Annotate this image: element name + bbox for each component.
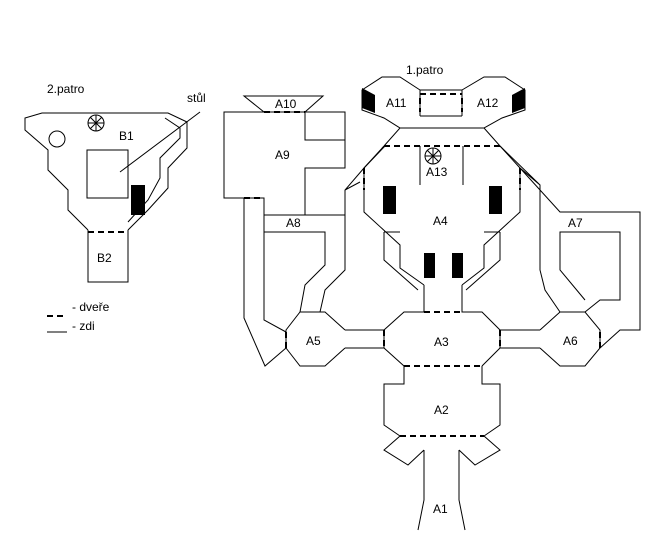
a11-black-wall: [362, 88, 375, 113]
room-label-a5: A5: [306, 334, 321, 348]
room-a13-walls: [419, 146, 464, 185]
round-opening-icon: [48, 130, 66, 148]
room-label-a11: A11: [386, 96, 407, 110]
room-b1-outline: [24, 112, 188, 231]
legend-doors: - dveře: [72, 300, 110, 314]
table-label: stůl: [187, 91, 206, 105]
b1-black-pillar: [131, 185, 145, 215]
room-label-a2: A2: [434, 403, 449, 417]
room-a7-walls: [499, 145, 641, 349]
a4-black-pillar-center-right: [452, 253, 463, 278]
room-label-a8: A8: [286, 216, 301, 230]
legend-walls: - zdi: [72, 319, 95, 333]
room-label-a6: A6: [563, 334, 578, 348]
room-label-b1: B1: [119, 129, 134, 143]
a4-black-pillar-center-left: [424, 253, 435, 278]
second-floor-plan: 2.patro B1 stůl B2 - dveře - zdi: [24, 82, 206, 333]
corridor-a3-a6: [500, 329, 540, 349]
room-a6-walls: [539, 311, 601, 367]
first-floor-plan: 1.patro A1 A2 A3 A5 A6 A8 A9: [223, 63, 641, 531]
room-label-a4: A4: [433, 214, 448, 228]
wheel-symbol-icon: [87, 114, 105, 132]
room-a9-walls: [223, 111, 346, 216]
a12-black-wall: [512, 88, 525, 113]
room-b1-inner-wall: [127, 117, 181, 223]
room-label-a13: A13: [426, 165, 448, 179]
room-a5-walls: [285, 311, 346, 367]
corridor-a3-a5: [345, 329, 384, 349]
room-label-a7: A7: [568, 216, 583, 230]
room-a2-walls: [383, 366, 501, 466]
room-label-a3: A3: [434, 335, 449, 349]
room-a4-walls: [363, 145, 521, 291]
room-label-a9: A9: [275, 148, 290, 162]
a4-black-pillar-right: [489, 186, 502, 214]
a4-black-pillar-left: [383, 186, 396, 214]
room-a11-a12-walls: [361, 76, 526, 147]
floor-label-first: 1.patro: [406, 63, 444, 77]
wheel-symbol-icon: [424, 147, 442, 165]
room-a3-walls: [383, 285, 501, 367]
table-rect: [86, 149, 129, 199]
room-label-b2: B2: [97, 251, 112, 265]
room-b2-outline: [87, 230, 129, 283]
room-label-a1: A1: [433, 502, 448, 516]
room-a10-walls: [242, 95, 325, 113]
room-label-a10: A10: [275, 97, 297, 111]
room-a1-walls: [417, 450, 466, 531]
floor-label-second: 2.patro: [47, 82, 85, 96]
room-label-a12: A12: [477, 96, 499, 110]
table-pointer-line: [119, 111, 201, 173]
